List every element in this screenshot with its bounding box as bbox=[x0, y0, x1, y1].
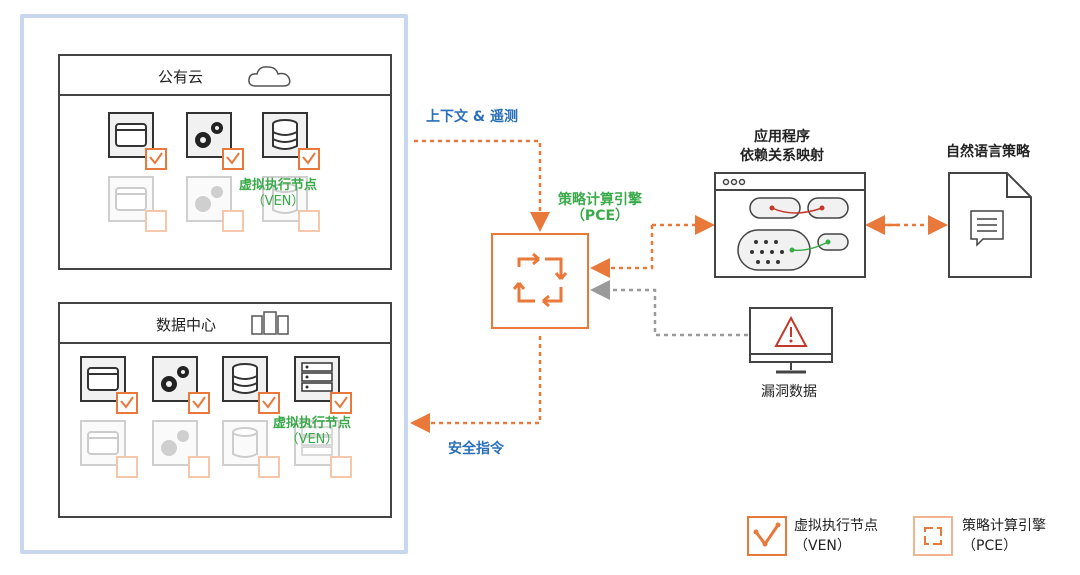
pce-label-line1: 策略计算引擎 bbox=[558, 192, 642, 208]
ven-label-line1: 虚拟执行节点 bbox=[272, 416, 351, 431]
legend-pce-line1: 策略计算引擎 bbox=[962, 518, 1046, 534]
public-cloud-panel: 公有云 bbox=[58, 54, 392, 270]
legend-ven-line1: 虚拟执行节点 bbox=[794, 518, 878, 534]
legend-pce-line2: （PCE） bbox=[962, 538, 1018, 554]
public-cloud-title: 公有云 bbox=[158, 68, 204, 86]
legend-ven-line2: （VEN） bbox=[794, 538, 851, 554]
security-commands-arrow bbox=[410, 336, 542, 433]
policy-document-icon bbox=[947, 171, 1033, 283]
pce-label-line2: （PCE） bbox=[570, 208, 630, 224]
pce-app-map-return-arrow bbox=[590, 225, 654, 278]
context-telemetry-arrow bbox=[414, 139, 550, 232]
ven-badge-icon bbox=[222, 148, 244, 170]
gears-icon bbox=[186, 112, 232, 158]
infrastructure-frame bbox=[20, 14, 408, 554]
security-commands-label: 安全指令 bbox=[448, 441, 504, 457]
ven-badge-icon bbox=[298, 210, 320, 232]
ven-badge-icon bbox=[116, 456, 138, 478]
browser-window-icon bbox=[108, 112, 154, 158]
ven-label-line1: 虚拟执行节点 bbox=[238, 178, 317, 193]
ven-label-line2: （VEN） bbox=[285, 432, 339, 447]
data-center-ven-label: 虚拟执行节点 （VEN） bbox=[256, 416, 368, 448]
ven-badge-icon bbox=[330, 392, 352, 414]
ven-badge-icon bbox=[222, 210, 244, 232]
ven-badge-icon bbox=[298, 148, 320, 170]
app-map-window-icon bbox=[714, 172, 866, 278]
gears-icon bbox=[152, 356, 198, 402]
public-cloud-ven-label: 虚拟执行节点 （VEN） bbox=[226, 178, 330, 210]
cloud-icon bbox=[248, 66, 291, 87]
pce-label: 策略计算引擎 （PCE） bbox=[540, 192, 660, 224]
context-telemetry-label: 上下文 & 遥测 bbox=[426, 109, 518, 125]
server-rack-icon bbox=[251, 311, 289, 335]
ven-badge-icon bbox=[258, 392, 280, 414]
nl-policy-label: 自然语言策略 bbox=[946, 144, 1030, 160]
ven-badge-icon bbox=[188, 456, 210, 478]
ven-label-line2: （VEN） bbox=[251, 194, 305, 209]
data-center-title: 数据中心 bbox=[156, 316, 217, 334]
data-center-header: 数据中心 bbox=[60, 304, 390, 344]
legend-pce-label: 策略计算引擎 （PCE） bbox=[962, 516, 1066, 556]
vulnerability-monitor-icon bbox=[748, 306, 834, 382]
ven-badge-icon bbox=[258, 456, 280, 478]
vulnerability-arrow bbox=[590, 280, 748, 337]
server-stack-icon bbox=[294, 356, 340, 402]
app-map-label-line1: 应用程序 bbox=[754, 129, 810, 145]
ven-badge-icon bbox=[116, 392, 138, 414]
legend-pce-icon bbox=[913, 516, 953, 556]
public-cloud-header: 公有云 bbox=[60, 56, 390, 96]
legend-ven-label: 虚拟执行节点 （VEN） bbox=[794, 516, 898, 556]
browser-window-icon bbox=[108, 176, 154, 222]
ven-badge-icon bbox=[188, 392, 210, 414]
legend-ven-icon bbox=[747, 516, 787, 556]
ven-badge-icon bbox=[145, 148, 167, 170]
app-map-label-line2: 依赖关系映射 bbox=[740, 148, 824, 164]
app-map-label: 应用程序 依赖关系映射 bbox=[728, 128, 836, 166]
ven-badge-icon bbox=[330, 456, 352, 478]
vulnerability-label: 漏洞数据 bbox=[761, 384, 817, 400]
pce-engine-icon bbox=[491, 233, 589, 329]
ven-badge-icon bbox=[145, 210, 167, 232]
